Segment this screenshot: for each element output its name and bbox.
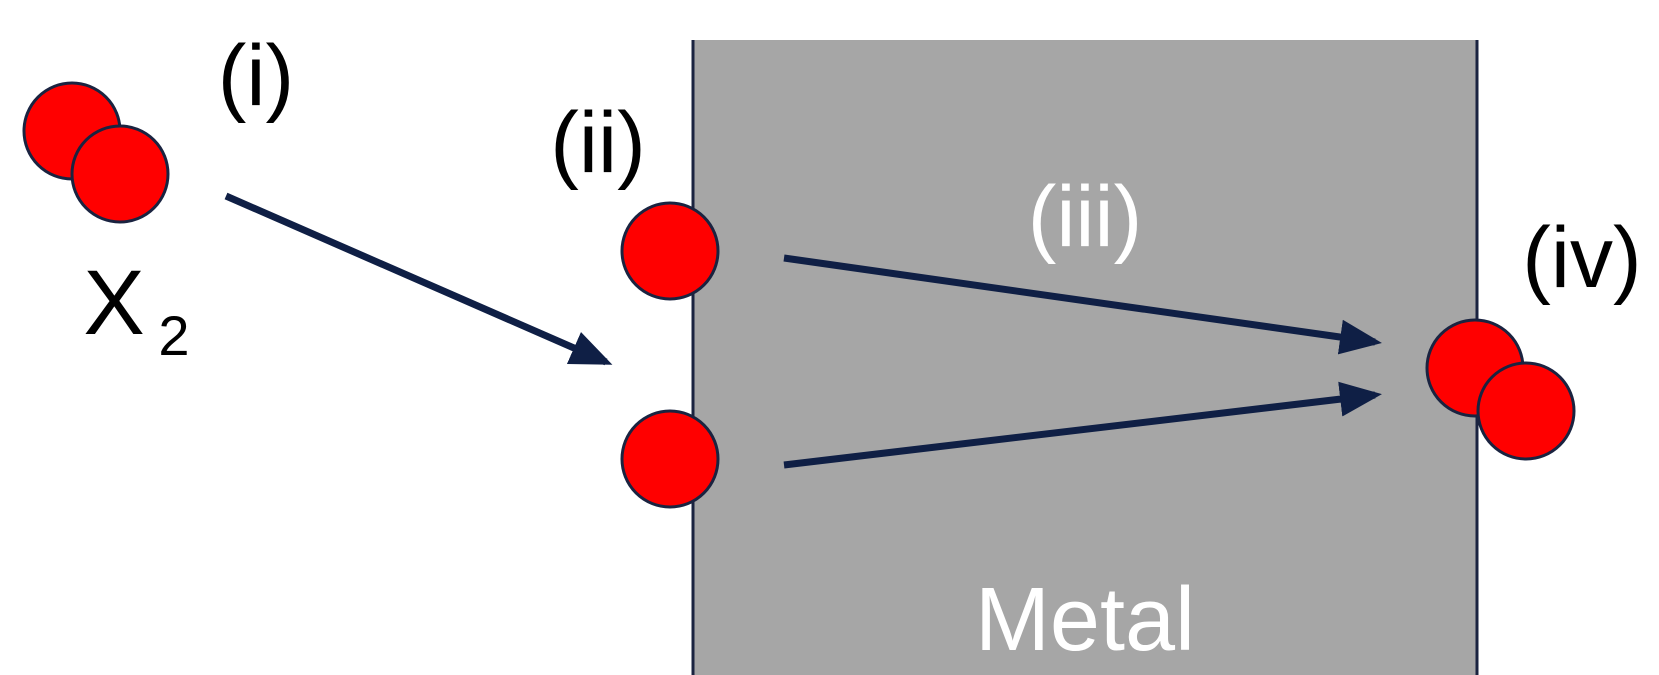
adsorbed-atom-top [620,201,720,301]
arrow-adsorption [224,192,613,366]
atom [1476,361,1576,461]
adsorbed-atom-bottom [620,409,720,509]
arrow-diffusion-top [783,254,1382,355]
gas-molecule-x2 [22,81,170,224]
atom [70,124,170,224]
label-metal: Metal [975,570,1195,670]
metal-slab [693,40,1477,675]
label-molecule-subscript: 2 [158,304,189,367]
arrow-diffusion-bottom [783,381,1382,469]
label-step-ii: (ii) [550,95,646,191]
label-molecule-x: X [83,252,144,354]
recombined-molecule [1425,318,1576,461]
label-step-iv: (iv) [1522,210,1641,306]
label-step-iii: (iii) [1028,169,1143,265]
label-step-i: (i) [218,28,294,124]
